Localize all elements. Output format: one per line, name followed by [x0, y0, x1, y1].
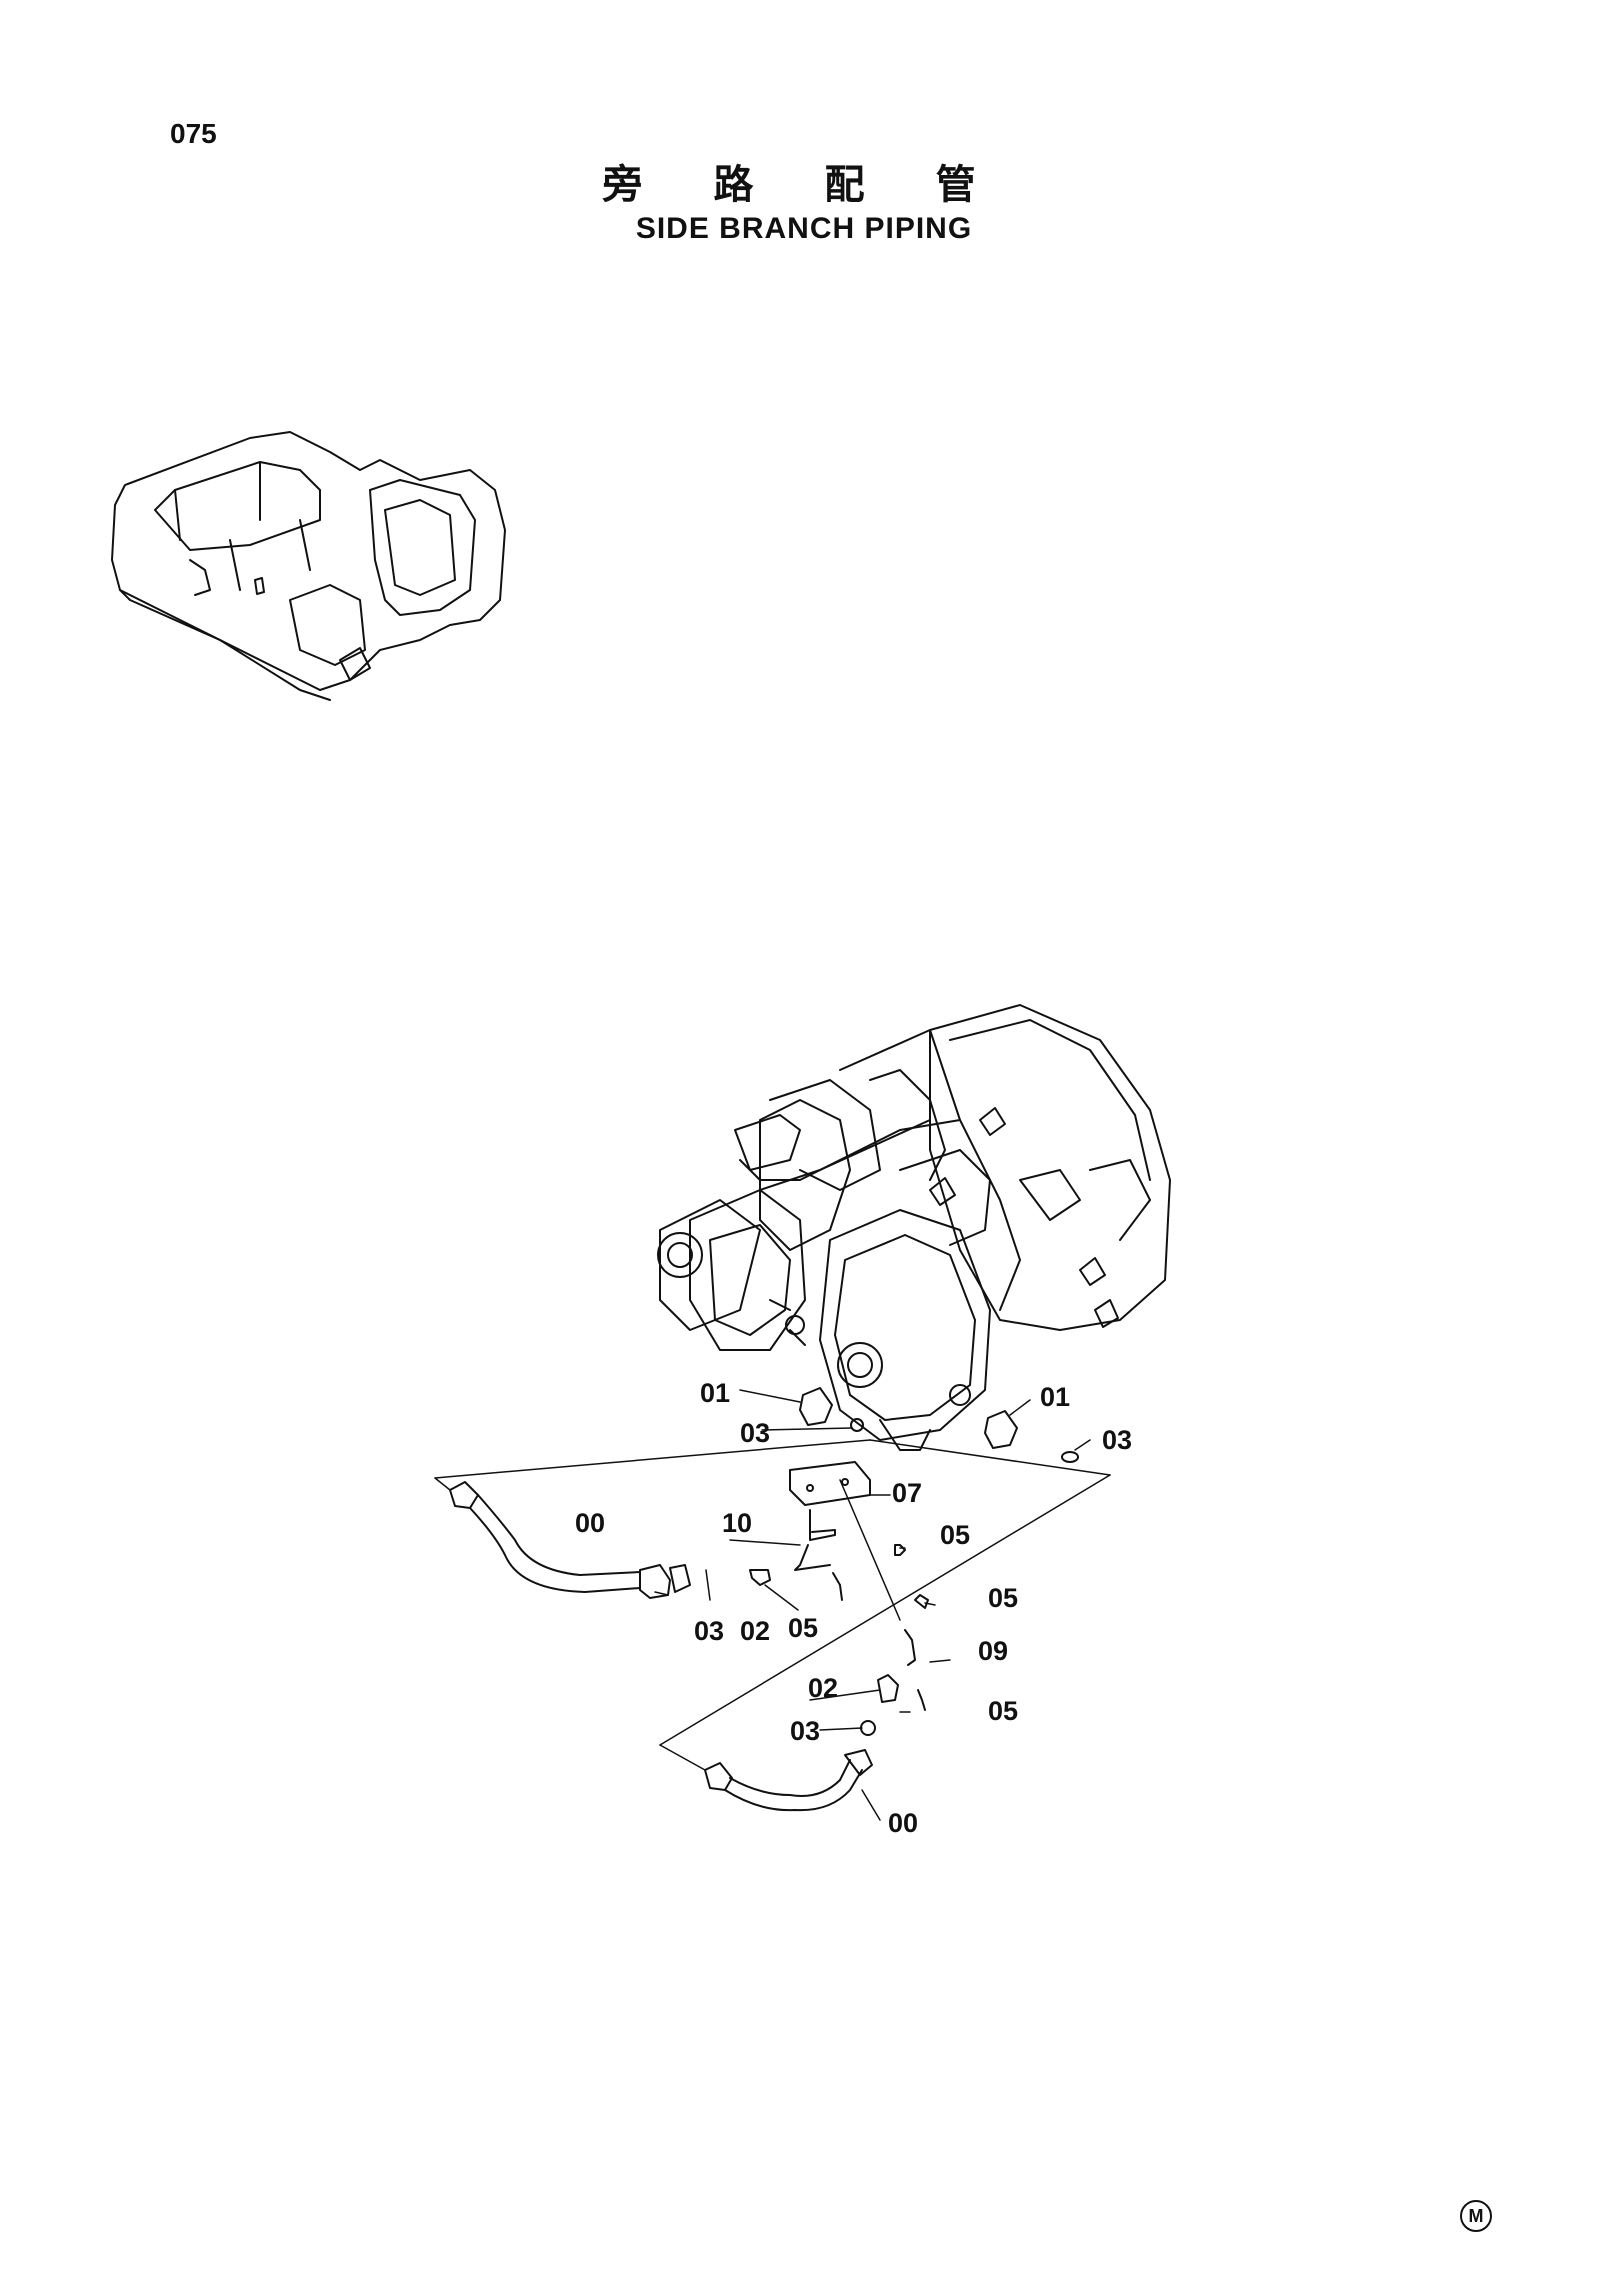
part-label-00: 00 [888, 1808, 919, 1838]
page-number: 075 [170, 118, 217, 149]
part-label-10: 10 [722, 1508, 753, 1538]
part-label-05: 05 [988, 1583, 1019, 1613]
part-label-09: 09 [978, 1636, 1009, 1666]
part-label-03: 03 [790, 1716, 821, 1746]
part-label-03: 03 [694, 1616, 725, 1646]
pump-assembly-illustration [657, 1004, 1171, 1451]
part-label-03: 03 [740, 1418, 771, 1448]
part-label-02: 02 [740, 1616, 771, 1646]
part-label-02: 02 [808, 1673, 839, 1703]
part-label-07: 07 [892, 1478, 923, 1508]
upper-fittings [749, 1387, 1079, 1736]
corner-mark: M [1460, 2200, 1492, 2232]
part-label-01: 01 [700, 1378, 731, 1408]
hose-lower [704, 1749, 873, 1812]
leader-lines [434, 1389, 1111, 1821]
part-label-03: 03 [1102, 1425, 1133, 1455]
part-label-01: 01 [1040, 1382, 1071, 1412]
part-label-05: 05 [988, 1696, 1019, 1726]
part-label-05: 05 [940, 1520, 971, 1550]
title-english: SIDE BRANCH PIPING [635, 212, 973, 245]
machine-overview-illustration [111, 431, 506, 701]
part-label-00: 00 [575, 1508, 606, 1538]
title-chinese: 旁 路 配 管 [602, 163, 1006, 207]
part-label-05: 05 [788, 1613, 819, 1643]
hose-upper [449, 1481, 691, 1599]
